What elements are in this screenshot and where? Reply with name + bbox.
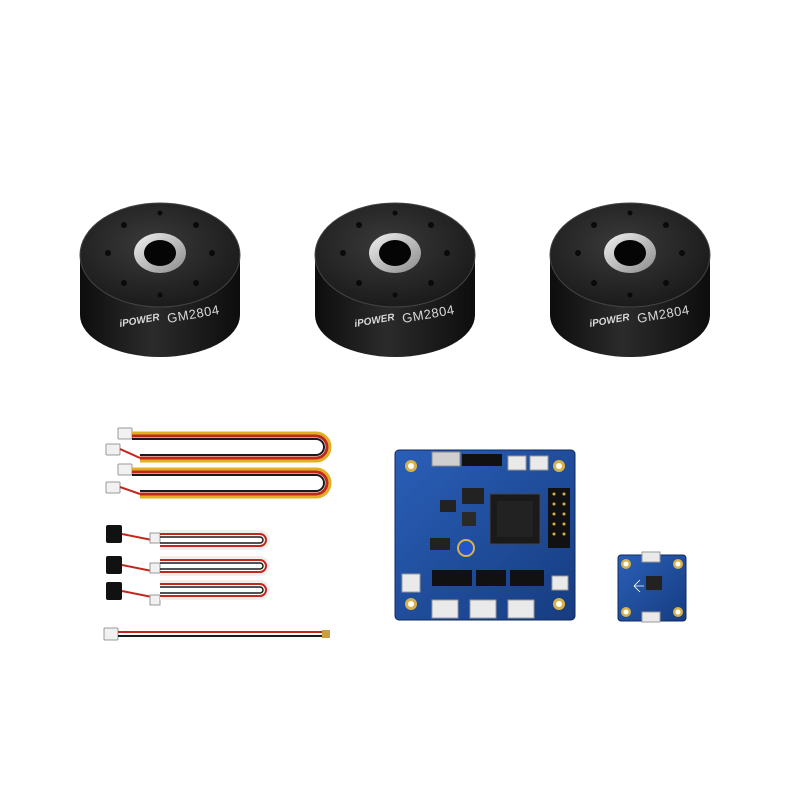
- motor-cable-1: [106, 525, 270, 550]
- motor-cable-3: [106, 580, 270, 606]
- imu-board: [617, 551, 687, 623]
- imu-chip: [646, 576, 662, 590]
- motor-1: iPOWER GM2804: [79, 202, 241, 357]
- sensor-cable-1: [105, 427, 332, 463]
- motor-cable-2: [106, 556, 270, 576]
- driver-chip-1: [432, 570, 472, 586]
- motor-2: iPOWER GM2804: [314, 202, 476, 357]
- driver-chip-2: [476, 570, 506, 586]
- motor-connector-3: [507, 599, 535, 619]
- mounting-holes: [105, 210, 215, 298]
- motor-connector-1: [431, 599, 459, 619]
- controller-board: [394, 449, 576, 621]
- sensor-cable-2: [105, 463, 332, 499]
- driver-chip-3: [510, 570, 544, 586]
- mounting-holes: [575, 210, 685, 298]
- motor-connector-2: [469, 599, 497, 619]
- potentiometer: [457, 539, 475, 557]
- power-cable: [103, 627, 330, 641]
- mounting-holes: [340, 210, 450, 298]
- usb-port: [431, 451, 461, 467]
- motor-3: iPOWER GM2804: [549, 202, 711, 357]
